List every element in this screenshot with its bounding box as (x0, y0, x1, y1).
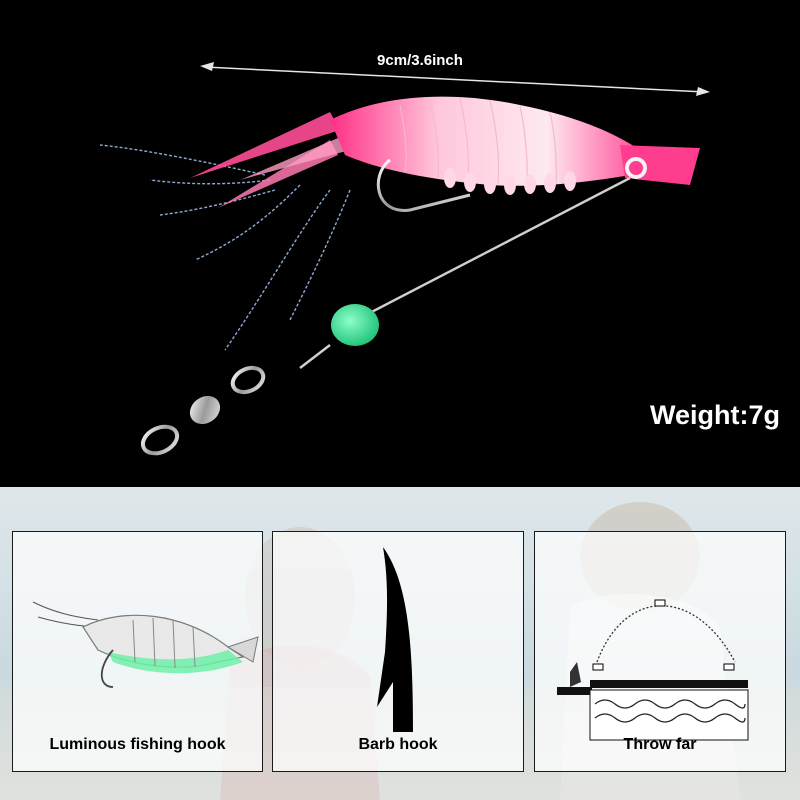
features-section: Luminous fishing hook Barb hook Throw fa… (0, 487, 800, 800)
hook-bend (376, 158, 471, 212)
casting-arc-icon (557, 599, 749, 741)
feature-caption-luminous: Luminous fishing hook (49, 736, 226, 753)
feature-caption-barb: Barb hook (358, 736, 438, 753)
product-photo-area: 9cm/3.6inch Weight:7g (99, 52, 780, 456)
length-label: 9cm/3.6inch (377, 52, 463, 69)
weight-label: Weight:7g (650, 400, 780, 430)
tail-spikes (190, 112, 350, 208)
feature-panel-throw (534, 531, 786, 772)
glow-bead (331, 304, 379, 346)
barb-hook-icon (377, 547, 413, 732)
glowing-shrimp-lure-icon (32, 601, 259, 688)
shrimp-lure-illustration (99, 62, 710, 456)
leader-wire (359, 176, 631, 320)
feature-caption-throw: Throw far (623, 736, 697, 753)
shrimp-body (330, 96, 640, 186)
hook-eye (625, 157, 647, 179)
swimmerets (444, 168, 576, 195)
feature-panel-luminous (12, 531, 263, 772)
shrimp-head (620, 145, 700, 185)
feature-panel-barb (272, 531, 524, 772)
antennae (99, 144, 351, 351)
length-dimension-arrow (200, 62, 710, 96)
swivel (140, 344, 331, 456)
